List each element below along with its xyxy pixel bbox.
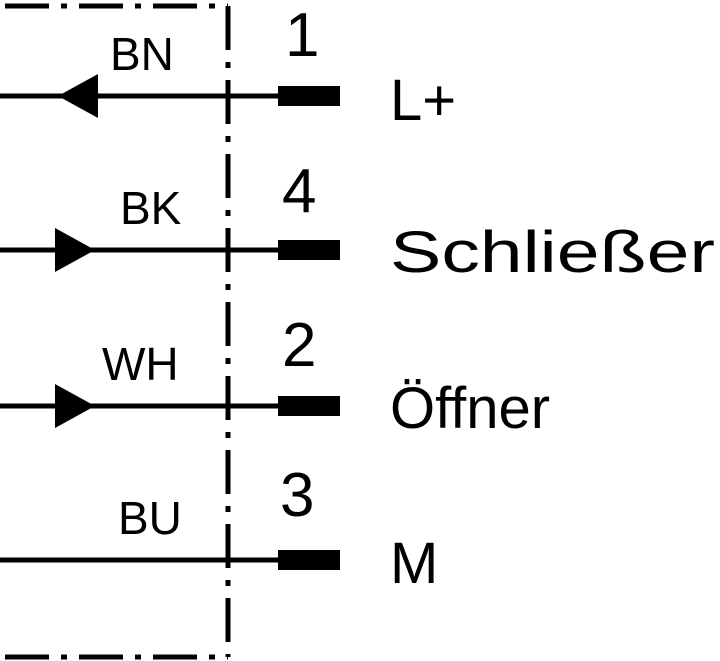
wire-color-label: BK [120,182,182,234]
pin-number: 1 [285,1,319,70]
terminal-pin [278,240,340,260]
signal-name: M [390,531,438,596]
signal-name: Öffner [390,376,550,441]
terminal-pin [278,396,340,416]
signal-name: Schließer [390,220,715,285]
wire-color-label: BU [118,492,182,544]
pin-number: 2 [282,311,316,380]
terminal-pin [278,86,340,106]
arrow-left-icon [58,74,98,118]
wire-color-label: BN [110,28,174,80]
pin-number: 3 [280,461,314,530]
connection-row-2: BK 4 Schließer [0,157,715,285]
connection-row-1: BN 1 L+ [0,1,456,133]
pin-number: 4 [282,157,316,226]
connection-row-3: WH 2 Öffner [0,311,550,441]
arrow-right-icon [55,384,95,428]
terminal-pin [278,550,340,570]
arrow-right-icon [55,228,95,272]
housing-boundary [5,3,231,660]
signal-name: L+ [390,68,456,133]
wire-color-label: WH [102,338,179,390]
connection-row-4: BU 3 M [0,461,438,596]
